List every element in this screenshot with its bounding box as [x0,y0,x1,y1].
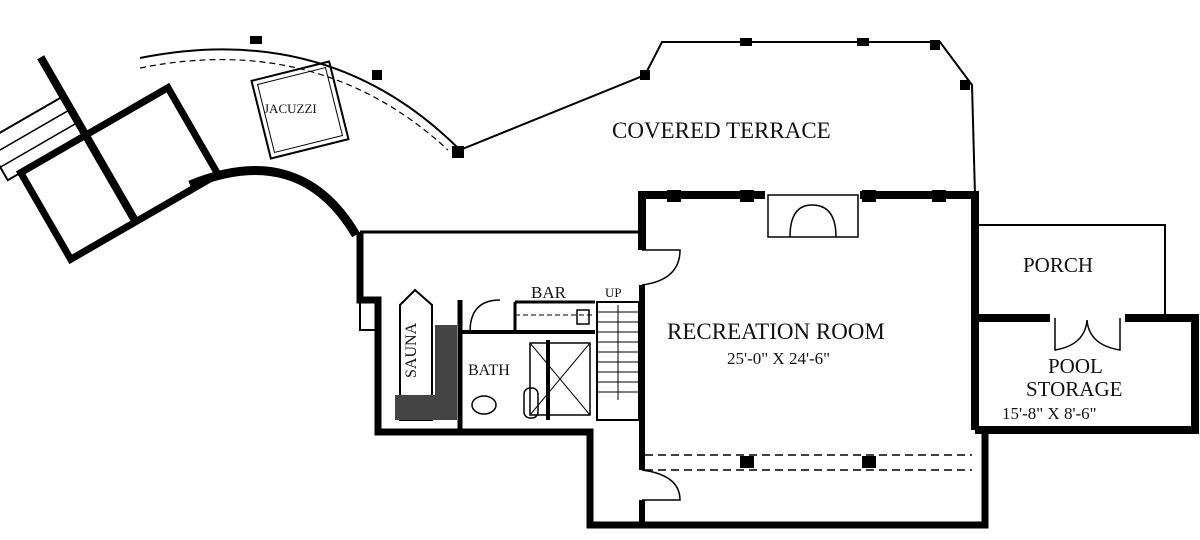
stair-treads [597,311,639,393]
jacuzzi [250,60,350,160]
wall [359,300,378,331]
label-recreation-room-dims: 25'-0" X 24'-6" [727,349,831,368]
wall [356,232,989,529]
label-covered-terrace: COVERED TERRACE [612,118,831,143]
label-pool-storage-dims: 15'-8" X 8'-6" [1002,404,1097,423]
label-storage: STORAGE [1026,377,1123,401]
label-jacuzzi: JACUZZI [264,101,317,116]
rec-room-wall [860,191,979,430]
label-up: UP [605,285,622,300]
label-bath: BATH [468,362,510,379]
label-sauna: SAUNA [403,322,421,378]
porch-outline [975,224,1166,315]
label-pool: POOL [1048,354,1103,378]
left-deck [0,55,223,265]
french-door [767,194,859,238]
stairs [596,301,640,421]
label-recreation-room: RECREATION ROOM [667,319,885,344]
terrace-outline [454,41,976,196]
curved-wall [188,166,360,238]
label-bar: BAR [531,283,566,302]
columns [250,36,970,468]
curved-terrace-edge [139,48,461,151]
label-porch: PORCH [1023,253,1094,277]
rec-room-wall [638,191,765,250]
sauna-benches [395,325,457,420]
